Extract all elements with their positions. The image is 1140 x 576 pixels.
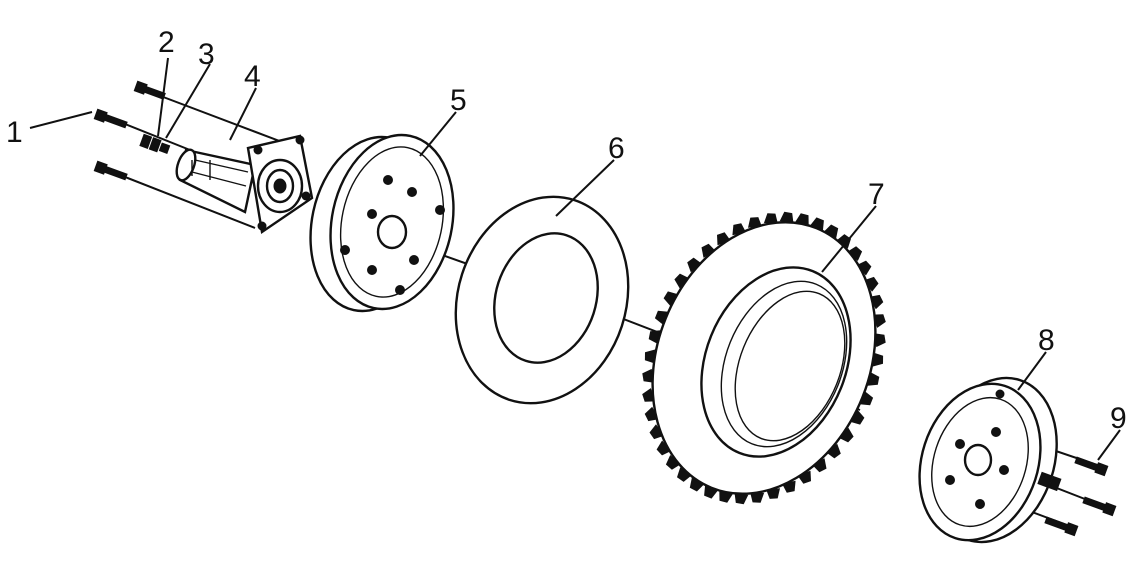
tire-tread-lug <box>812 458 827 473</box>
tire-tread-lug <box>689 477 705 492</box>
tire-tread-lug <box>847 246 863 261</box>
callout-8: 8 <box>1038 324 1055 357</box>
tire-tread-lug <box>874 333 886 348</box>
tire-part-7 <box>642 211 886 505</box>
tire-tread-lug <box>872 314 886 328</box>
tire-tread-lug <box>674 273 690 289</box>
callout-labels: 1 2 3 4 5 6 7 8 9 <box>6 26 1127 435</box>
callout-5: 5 <box>450 84 467 117</box>
tire-tread-lug <box>644 406 659 422</box>
tire-tread-lug <box>663 291 678 307</box>
callout-4: 4 <box>244 60 261 93</box>
tire-tread-lug <box>704 485 718 499</box>
tire-tread-lug <box>677 467 692 482</box>
tire-tread-lug <box>656 440 672 456</box>
callout-1: 1 <box>6 116 23 149</box>
tire-tread-lug <box>642 388 656 402</box>
tire-tread-lug <box>717 232 731 246</box>
callout-2: 2 <box>158 26 175 59</box>
tire-tread-lug <box>864 276 879 292</box>
tire-tread-lug <box>810 217 824 231</box>
tire-tread-lug <box>823 224 839 239</box>
tire-tread-lug <box>750 492 765 503</box>
tire-tread-lug <box>644 349 655 364</box>
tire-tread-lug <box>836 234 851 249</box>
tire-tread-lug <box>850 409 865 425</box>
washer-part-3 <box>139 133 171 154</box>
nut-part-2 <box>133 80 166 100</box>
tire-tread-lug <box>779 211 794 224</box>
tire-tread-lug <box>826 443 841 459</box>
tire-tread-lug <box>763 213 778 224</box>
tire-tread-lug <box>856 260 872 276</box>
callout-6: 6 <box>608 132 625 165</box>
inner-rim-part-5 <box>309 133 455 313</box>
tube-flap-part-6 <box>454 195 630 405</box>
tire-tread-lug <box>859 391 874 406</box>
outer-rim-part-8 <box>918 376 1058 544</box>
callout-3: 3 <box>198 38 215 71</box>
tire-tread-lug <box>701 243 716 258</box>
tire-tread-lug <box>838 427 854 443</box>
tire-tread-lug <box>642 368 654 383</box>
callout-7: 7 <box>868 178 885 211</box>
callout-9: 9 <box>1110 402 1127 435</box>
hub-shaft-part-4 <box>175 134 314 235</box>
tire-tread-lug <box>687 257 702 273</box>
tire-tread-lug <box>734 492 749 505</box>
tire-tread-lug <box>665 455 681 470</box>
tire-tread-lug <box>873 352 884 367</box>
leader-lines <box>29 57 1121 461</box>
bolt-part-1 <box>93 108 128 181</box>
tire-tread-lug <box>797 470 811 484</box>
bolt-part-9 <box>1037 456 1117 537</box>
tire-tread-lug <box>654 310 669 325</box>
tire-tread-lug <box>869 294 884 310</box>
tire-tread-lug <box>649 424 664 440</box>
